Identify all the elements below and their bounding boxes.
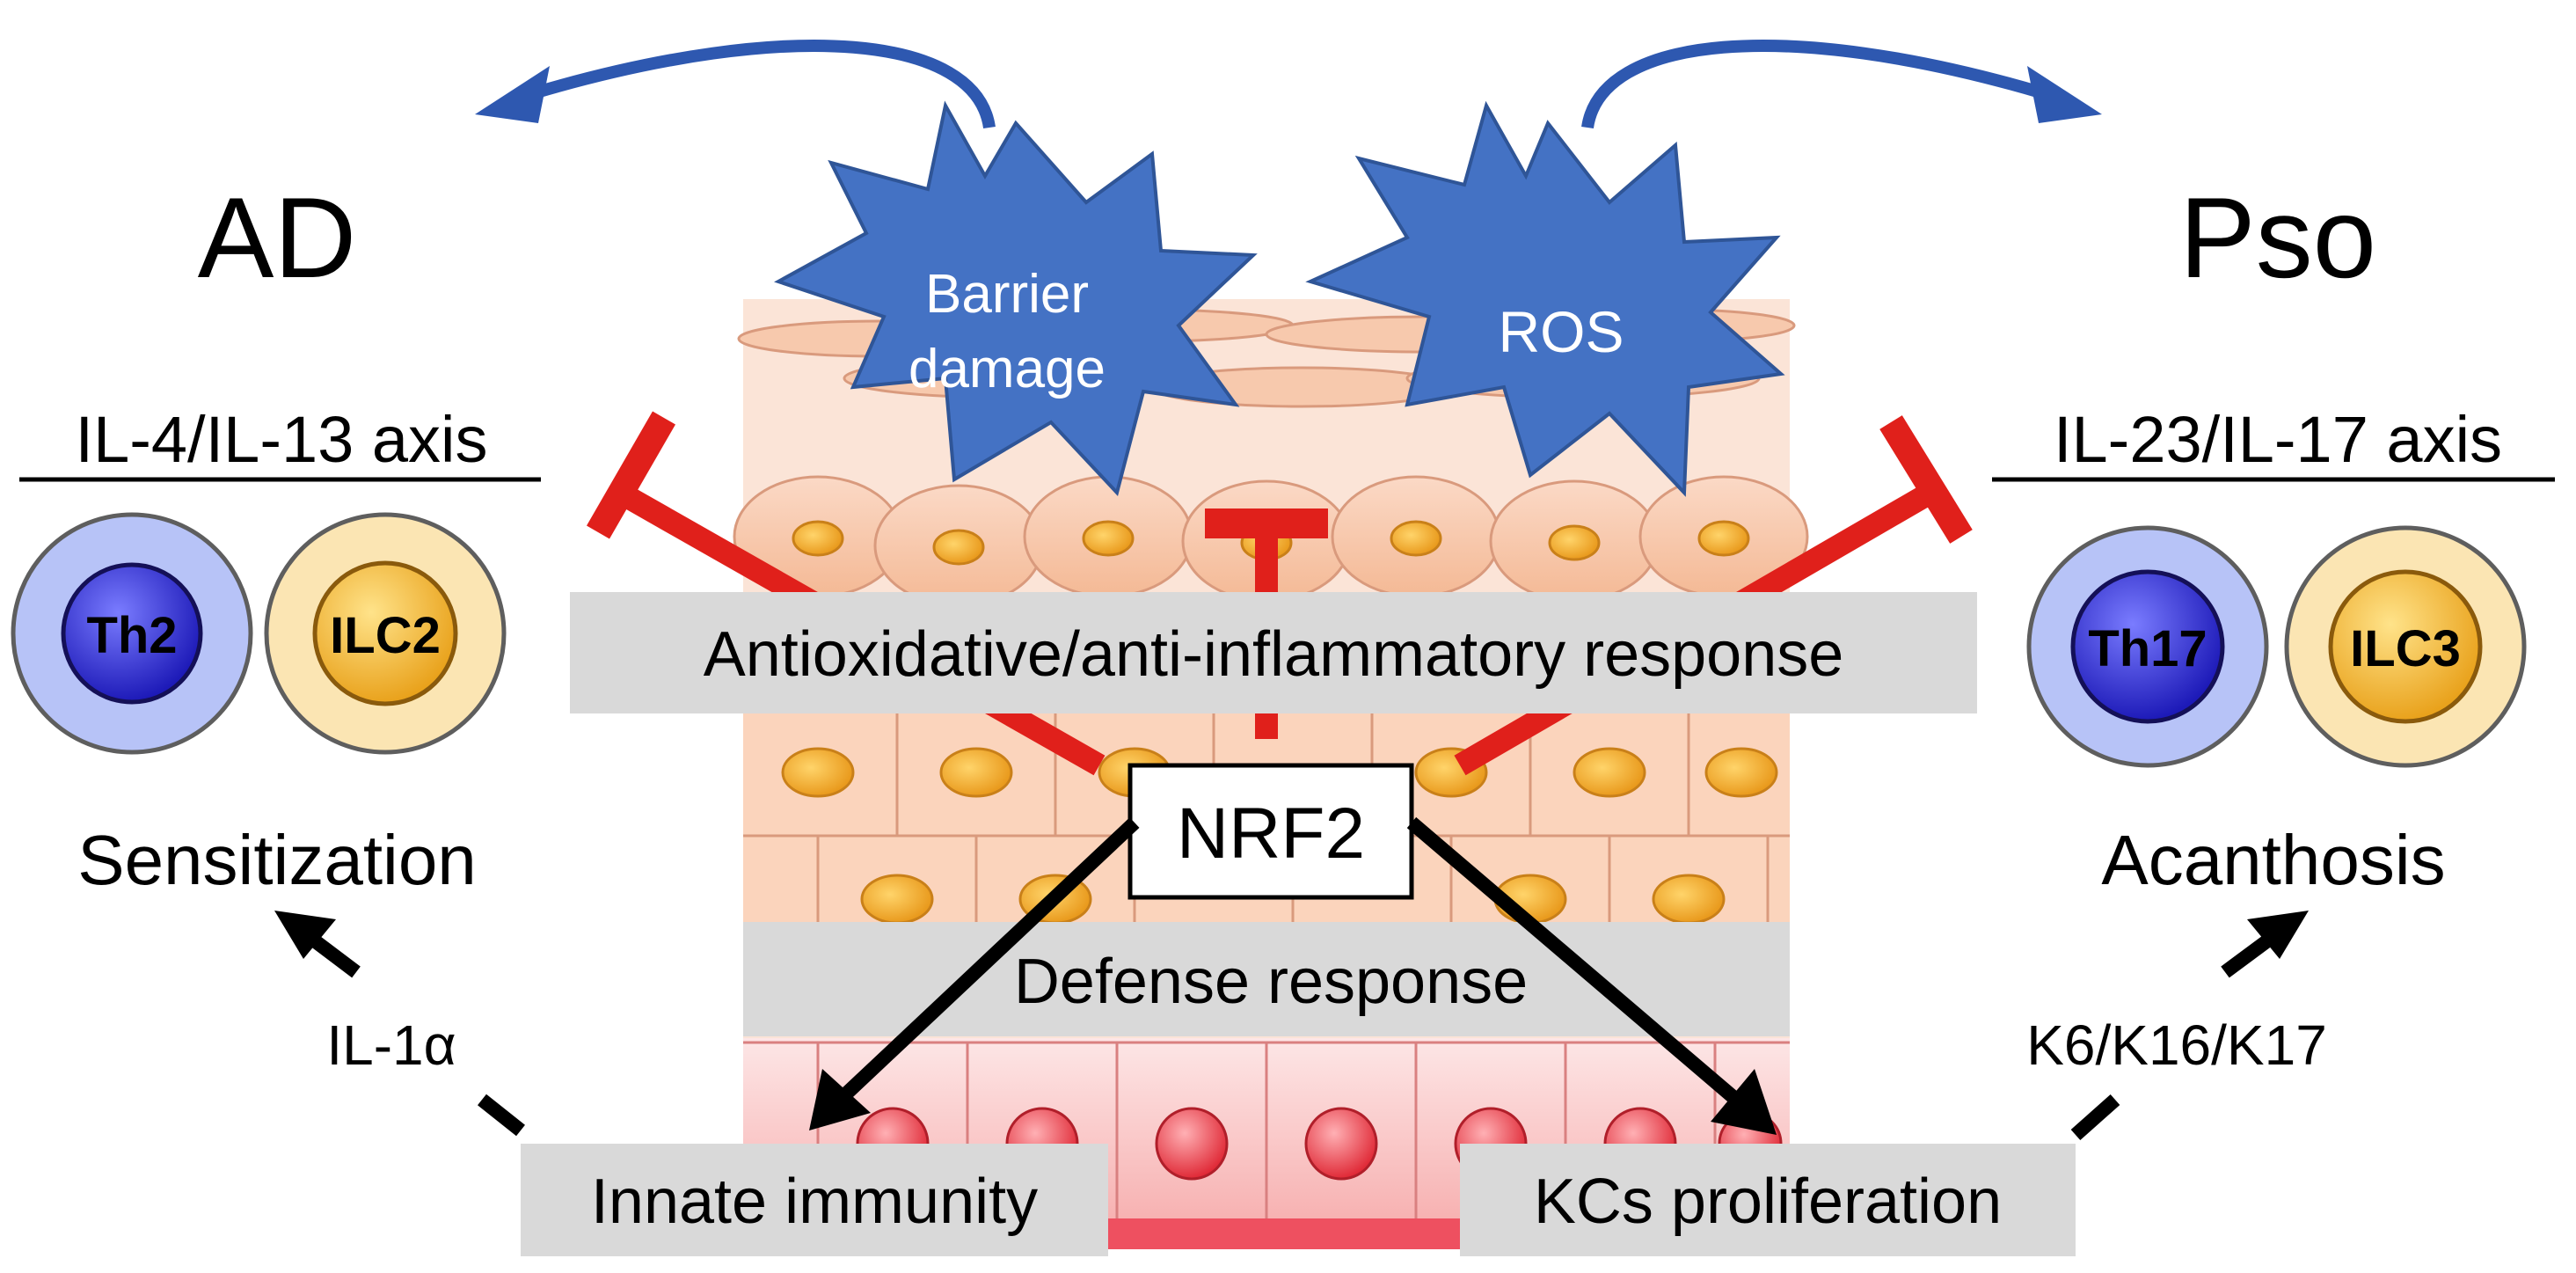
- response-mid-label: Defense response: [1014, 947, 1528, 1017]
- ilc2-label: ILC2: [330, 607, 441, 664]
- k6-k16-k17-label: K6/K16/K17: [2026, 1013, 2327, 1077]
- ilc2-cell: ILC2: [264, 512, 507, 755]
- inhibit-left-bar: [587, 411, 675, 539]
- sensitization-label: Sensitization: [77, 821, 477, 899]
- response-box-mid: Defense response: [743, 922, 1790, 1036]
- il4-il13-axis-label: IL-4/IL-13 axis: [76, 403, 488, 476]
- acanthosis-label: Acanthosis: [2101, 821, 2445, 899]
- nrf2-label: NRF2: [1177, 794, 1365, 874]
- th2-label: Th2: [86, 607, 177, 664]
- nrf2-arrows: [809, 816, 1777, 1135]
- k6-connector: [2070, 1094, 2120, 1140]
- arrow-to-innate: [835, 817, 1140, 1105]
- ad-panel: AD IL-4/IL-13 axis Th2 ILC2 Sensitizatio…: [11, 173, 541, 1137]
- ros-label: ROS: [1498, 299, 1624, 364]
- response-top-label: Antioxidative/anti-inflammatory response: [704, 619, 1844, 690]
- ilc3-cell: ILC3: [2284, 525, 2527, 768]
- nrf2-box: NRF2: [1127, 763, 1414, 900]
- kcs-proliferation-box: KCs proliferation: [1460, 1144, 2076, 1256]
- barrier-label-line1: Barrier: [925, 264, 1089, 325]
- ilc3-label: ILC3: [2350, 620, 2461, 677]
- curved-arrow-left: [475, 40, 996, 129]
- il23-il17-axis-label: IL-23/IL-17 axis: [2054, 403, 2502, 476]
- il1a-connector: [478, 1094, 525, 1137]
- il1a-label: IL-1α: [326, 1013, 456, 1077]
- arrow-to-kcs-head: [1711, 1069, 1777, 1135]
- response-box-top: Antioxidative/anti-inflammatory response: [570, 592, 1977, 713]
- ros-star: ROS: [1305, 100, 1785, 497]
- ad-title: AD: [198, 173, 357, 302]
- th2-cell: Th2: [11, 512, 253, 755]
- pso-title: Pso: [2179, 173, 2376, 302]
- th17-cell: Th17: [2026, 525, 2269, 768]
- arrow-to-innate-head: [809, 1069, 871, 1130]
- th17-label: Th17: [2088, 620, 2207, 677]
- innate-immunity-box: Innate immunity: [521, 1144, 1108, 1256]
- pso-panel: Pso IL-23/IL-17 axis Th17 ILC3 Acanthosi…: [1992, 173, 2555, 1140]
- barrier-label-line2: damage: [909, 339, 1106, 399]
- inhibit-right-bar: [1879, 415, 1973, 544]
- arrow-to-kcs: [1406, 816, 1747, 1110]
- arrow-to-sensitization-head: [274, 911, 336, 959]
- arrow-to-acanthosis-head: [2247, 911, 2309, 959]
- curved-arrow-right: [1581, 40, 2102, 129]
- innate-immunity-label: Innate immunity: [591, 1167, 1038, 1237]
- kcs-proliferation-label: KCs proliferation: [1534, 1167, 2002, 1237]
- barrier-damage-star: Barrier damage: [774, 100, 1258, 497]
